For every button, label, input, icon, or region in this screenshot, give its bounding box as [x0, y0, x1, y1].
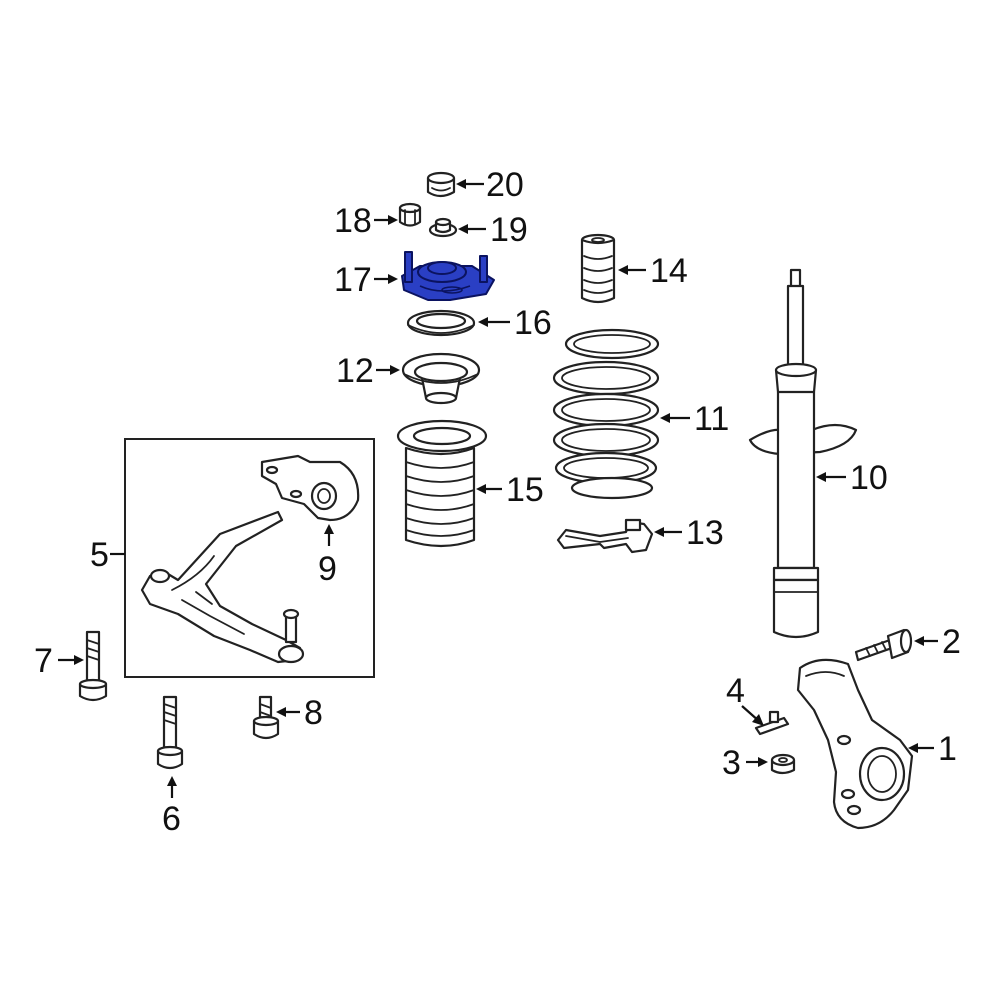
callout-5: 5	[90, 536, 125, 574]
part-8-bolt[interactable]	[252, 695, 280, 740]
callout-14: 14	[618, 252, 688, 290]
callout-16-label: 16	[514, 304, 552, 342]
callout-13: 13	[654, 514, 724, 552]
callout-9-label: 9	[318, 550, 337, 588]
control-arm[interactable]	[140, 510, 305, 664]
part-10-strut[interactable]	[748, 268, 858, 639]
part-11-coil-spring[interactable]	[552, 328, 660, 500]
callout-6-label: 6	[162, 800, 181, 838]
callout-19-label: 19	[490, 211, 528, 249]
callout-17: 17	[334, 261, 398, 299]
callout-12: 12	[336, 352, 400, 390]
part-18-nut[interactable]	[398, 202, 422, 227]
part-17-strut-mount[interactable]	[401, 251, 495, 301]
control-arm-box	[124, 438, 375, 678]
part-9-bushing[interactable]	[260, 454, 360, 522]
callout-19: 19	[458, 211, 528, 249]
callout-13-label: 13	[686, 514, 724, 552]
part-16-bearing[interactable]	[406, 309, 476, 337]
callout-10-label: 10	[850, 459, 888, 497]
callout-9: 9	[318, 524, 337, 588]
callout-15: 15	[476, 471, 544, 509]
callout-10: 10	[816, 459, 888, 497]
part-7-bolt[interactable]	[78, 630, 108, 702]
callout-16: 16	[478, 304, 552, 342]
part-12-spring-seat[interactable]	[401, 352, 481, 405]
callout-1-label: 1	[938, 730, 957, 768]
callout-20-label: 20	[486, 166, 524, 204]
callout-15-label: 15	[506, 471, 544, 509]
callout-8-label: 8	[304, 694, 323, 732]
callout-4: 4	[726, 672, 764, 726]
callout-7: 7	[34, 642, 84, 680]
part-6-bolt[interactable]	[156, 695, 184, 770]
callout-14-label: 14	[650, 252, 688, 290]
part-14-bump-stop[interactable]	[580, 233, 616, 304]
callout-2-label: 2	[942, 623, 961, 661]
callout-11: 11	[660, 400, 729, 438]
callout-18: 18	[334, 202, 398, 240]
callout-1: 1	[908, 730, 957, 768]
callout-11-label: 11	[694, 400, 729, 438]
part-3-nut[interactable]	[770, 753, 796, 775]
callout-3: 3	[722, 744, 768, 782]
callout-6: 6	[162, 776, 181, 838]
callout-12-label: 12	[336, 352, 374, 390]
callout-18-label: 18	[334, 202, 372, 240]
callout-20: 20	[456, 166, 524, 204]
callout-3-label: 3	[722, 744, 741, 782]
part-13-spring-insulator[interactable]	[556, 518, 654, 554]
callout-4-label: 4	[726, 672, 745, 710]
callout-2: 2	[914, 623, 961, 661]
part-20-cap[interactable]	[426, 171, 456, 198]
callout-5-label: 5	[90, 536, 109, 574]
callout-8: 8	[276, 694, 323, 732]
callout-17-label: 17	[334, 261, 372, 299]
part-19-flange-nut[interactable]	[428, 217, 458, 238]
callout-7-label: 7	[34, 642, 53, 680]
part-15-dust-boot[interactable]	[396, 419, 488, 548]
part-4-clip[interactable]	[754, 710, 790, 736]
part-2-bolt[interactable]	[854, 628, 913, 662]
part-1-steering-knuckle[interactable]	[796, 658, 914, 830]
